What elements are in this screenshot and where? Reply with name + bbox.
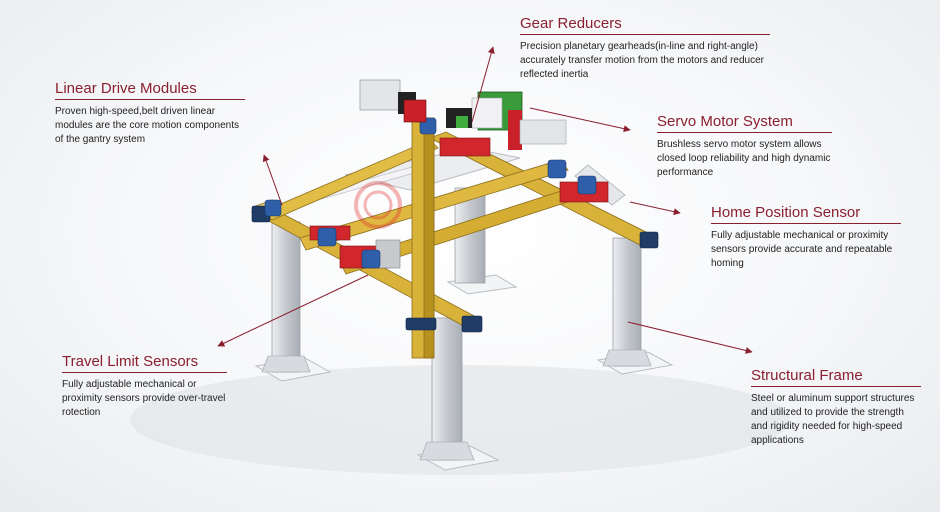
green-coupling: [456, 116, 468, 128]
leader-arrows: [217, 46, 753, 354]
red-bracket: [508, 110, 522, 150]
arrow-linear-drive: [262, 154, 283, 206]
column-foot-flares: [261, 349, 652, 461]
column-right: [612, 237, 642, 367]
gear-reducers-text: Precision planetary gearheads(in-line an…: [520, 41, 764, 80]
gear-reducers-title: Gear Reducers: [520, 15, 770, 35]
travel-limit-sensors-text: Fully adjustable mechanical or proximity…: [62, 379, 226, 418]
column-front-center: [431, 317, 463, 461]
gray-motor-right: [519, 119, 567, 145]
linear-drive-modules-text: Proven high-speed,belt driven linear mod…: [55, 106, 239, 145]
white-motor-body: [471, 97, 503, 129]
servo-motor-system-text: Brushless servo motor system allows clos…: [657, 139, 831, 178]
arrow-servo-motor: [529, 107, 631, 133]
callout-structural-frame: Structural Frame Steel or aluminum suppo…: [751, 367, 921, 448]
arrow-structural-frame: [627, 321, 753, 354]
watermark-logo: [354, 181, 402, 229]
home-position-sensor-title: Home Position Sensor: [711, 204, 901, 224]
arrow-gear-reducers: [471, 46, 495, 123]
structural-frame-text: Steel or aluminum support structures and…: [751, 393, 915, 446]
callout-servo-motor-system: Servo Motor System Brushless servo motor…: [657, 113, 832, 180]
structural-frame-title: Structural Frame: [751, 367, 921, 387]
callout-home-position-sensor: Home Position Sensor Fully adjustable me…: [711, 204, 901, 271]
home-position-sensor-text: Fully adjustable mechanical or proximity…: [711, 230, 893, 269]
callout-gear-reducers: Gear Reducers Precision planetary gearhe…: [520, 15, 770, 82]
column-front-left: [271, 221, 301, 373]
servo-motor-system-title: Servo Motor System: [657, 113, 832, 133]
arrow-travel-limit: [217, 274, 369, 347]
servo-motors: [264, 117, 597, 269]
support-columns: [271, 187, 642, 461]
arrow-home-sensor: [629, 201, 681, 216]
carriage-top: [439, 137, 491, 157]
red-gear-reducer: [403, 99, 427, 123]
linear-drive-modules-title: Linear Drive Modules: [55, 80, 245, 100]
callout-linear-drive-modules: Linear Drive Modules Proven high-speed,b…: [55, 80, 245, 147]
gray-motor-left: [359, 79, 401, 111]
callout-travel-limit-sensors: Travel Limit Sensors Fully adjustable me…: [62, 353, 227, 420]
travel-limit-sensors-title: Travel Limit Sensors: [62, 353, 227, 373]
